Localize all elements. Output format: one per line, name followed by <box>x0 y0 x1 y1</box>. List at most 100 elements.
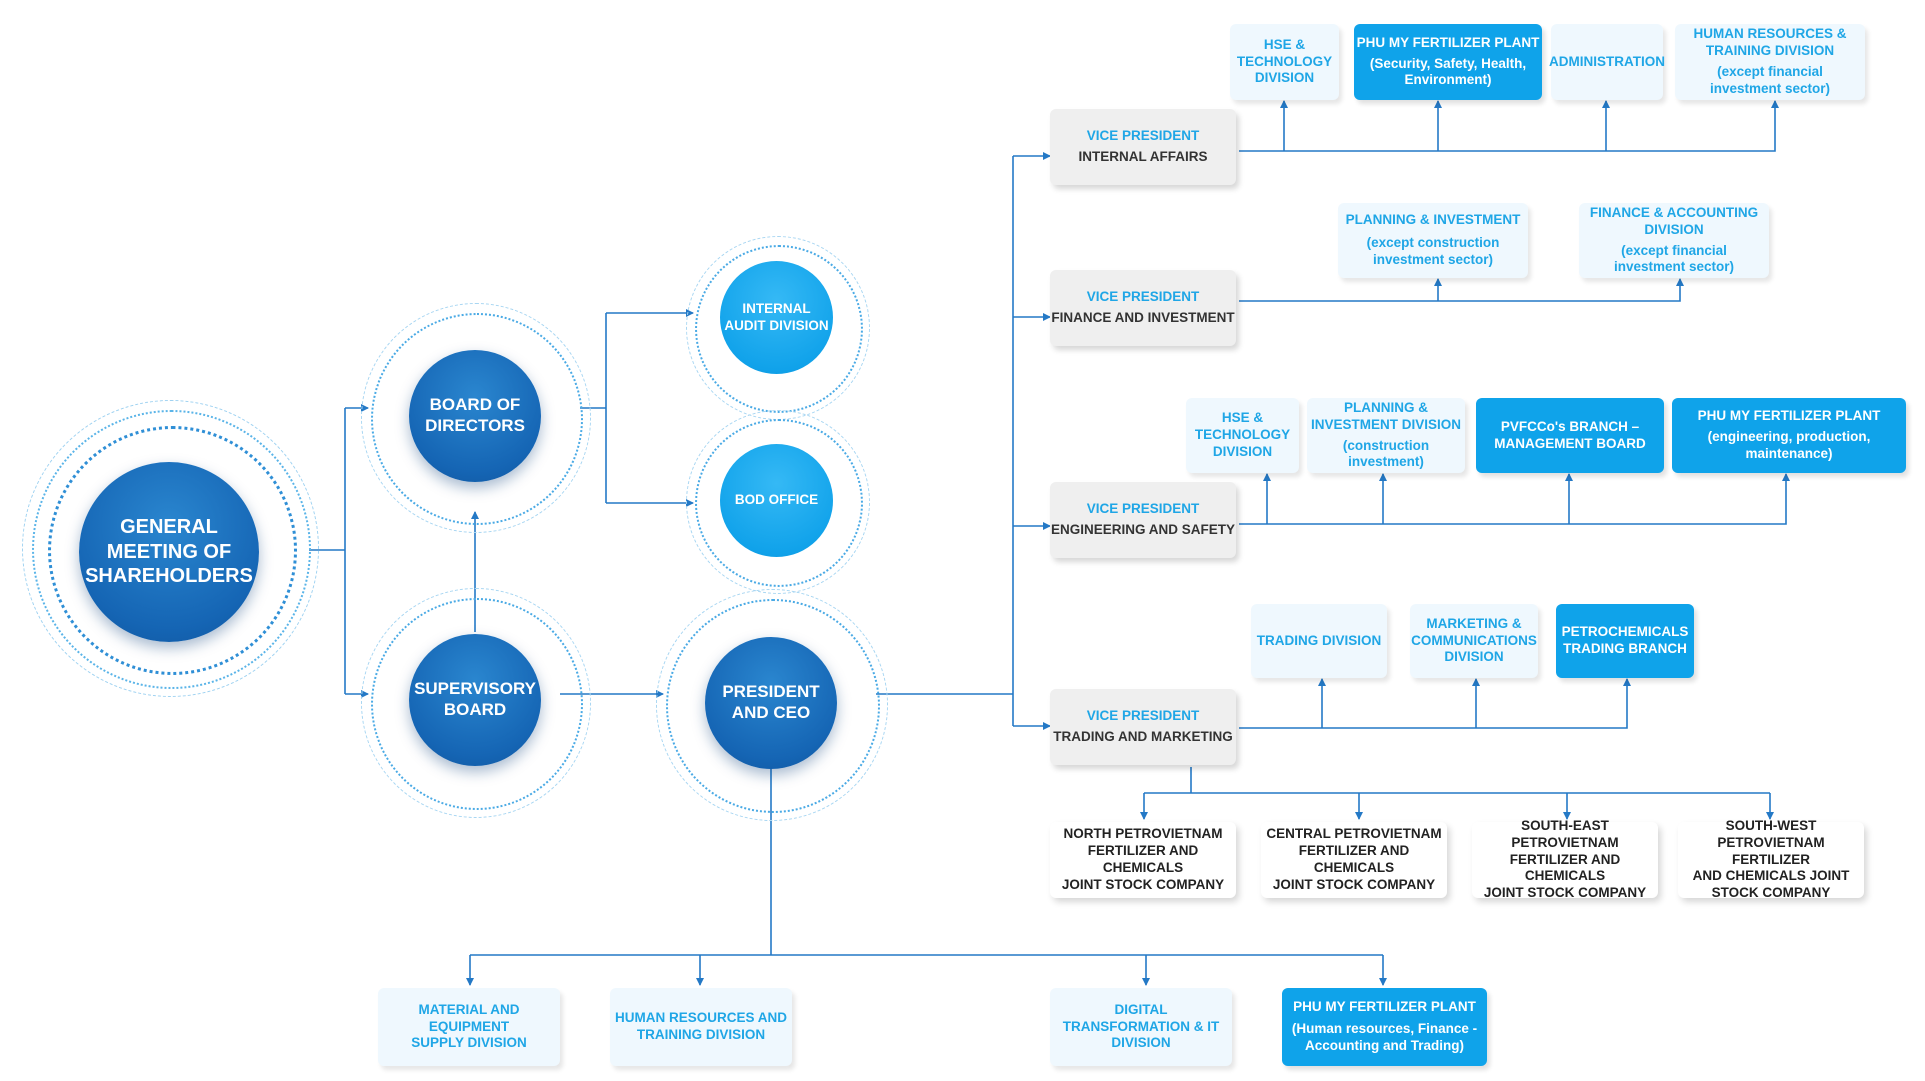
digital-transformation-it-box[interactable]: DIGITAL TRANSFORMATION & IT DIVISION <box>1050 988 1232 1066</box>
box-line: TRAINING DIVISION <box>636 1027 766 1042</box>
box-line: PLANNING & INVESTMENT <box>1345 212 1521 228</box>
box-line: TRAINING DIVISION <box>1705 43 1835 59</box>
human-resources-training-division-box[interactable]: HUMAN RESOURCES AND TRAINING DIVISION <box>610 988 792 1066</box>
box-line: PETROVIETNAM FERTILIZER <box>1717 834 1825 867</box>
phu-my-plant-hr-finance-box[interactable]: PHU MY FERTILIZER PLANT (Human resources… <box>1282 988 1487 1066</box>
circle-line: SHAREHOLDERS <box>85 565 253 588</box>
box-line: DIVISION <box>1212 443 1273 459</box>
box-line: (except construction <box>1366 235 1500 251</box>
vp-internal-affairs[interactable]: VICE PRESIDENT INTERNAL AFFAIRS <box>1050 109 1236 185</box>
south-west-subsidiary-box[interactable]: SOUTH-WEST PETROVIETNAM FERTILIZER AND C… <box>1678 818 1864 900</box>
circle-line: BOARD <box>443 700 507 719</box>
box-line: HSE & <box>1221 410 1264 426</box>
vp-title: VICE PRESIDENT <box>1086 128 1200 144</box>
petrochemicals-trading-branch-box[interactable]: PETROCHEMICALS TRADING BRANCH <box>1556 604 1694 678</box>
box-line: PHU MY FERTILIZER PLANT <box>1356 34 1540 50</box>
marketing-communications-box[interactable]: MARKETING & COMMUNICATIONS DIVISION <box>1410 604 1538 678</box>
box-line: PHU MY FERTILIZER PLANT <box>1293 999 1476 1015</box>
vp-engineering-safety[interactable]: VICE PRESIDENT ENGINEERING AND SAFETY <box>1050 482 1236 558</box>
box-line: PLANNING & <box>1344 399 1428 415</box>
vp-title: VICE PRESIDENT <box>1086 289 1200 305</box>
box-line: SOUTH-EAST PETROVIETNAM <box>1511 817 1619 850</box>
box-line: FERTILIZER AND CHEMICALS <box>1087 843 1199 875</box>
box-line: (construction investment) <box>1342 437 1430 470</box>
box-line: FERTILIZER AND CHEMICALS <box>1298 843 1410 875</box>
human-resources-training-box[interactable]: HUMAN RESOURCES & TRAINING DIVISION (exc… <box>1675 24 1865 100</box>
board-of-directors-circle[interactable]: BOARD OF DIRECTORS <box>409 350 541 482</box>
vp-area: ENGINEERING AND SAFETY <box>1050 522 1236 537</box>
phu-my-plant-engineering-box[interactable]: PHU MY FERTILIZER PLANT (engineering, pr… <box>1672 398 1906 473</box>
finance-accounting-box[interactable]: FINANCE & ACCOUNTING DIVISION (except fi… <box>1579 203 1769 278</box>
box-line: SUPPLY DIVISION <box>411 1035 527 1051</box>
planning-investment-division-box[interactable]: PLANNING & INVESTMENT DIVISION (construc… <box>1307 398 1465 473</box>
vp-area: FINANCE AND INVESTMENT <box>1051 310 1235 325</box>
box-line: (engineering, production, <box>1707 429 1871 445</box>
vp-title: VICE PRESIDENT <box>1086 708 1200 724</box>
circle-line: MEETING OF <box>106 540 232 563</box>
box-line: investment sector) <box>1613 259 1735 275</box>
pvfcco-branch-management-board-box[interactable]: PVFCCo's BRANCH – MANAGEMENT BOARD <box>1476 398 1664 473</box>
box-line: HUMAN RESOURCES AND <box>614 1010 787 1026</box>
box-line: HUMAN RESOURCES & <box>1693 26 1847 42</box>
circle-line: AUDIT DIVISION <box>724 317 829 333</box>
circle-line: PRESIDENT <box>722 682 820 702</box>
circle-line: INTERNAL <box>742 301 811 317</box>
circle-line: GENERAL <box>120 516 218 539</box>
box-line: MARKETING & <box>1426 615 1522 631</box>
circle-line: AND CEO <box>731 703 811 722</box>
vp-title: VICE PRESIDENT <box>1086 501 1200 517</box>
box-line: MATERIAL AND EQUIPMENT <box>418 1001 520 1034</box>
hse-technology-division-box-2[interactable]: HSE & TECHNOLOGY DIVISION <box>1186 398 1299 473</box>
box-line: MANAGEMENT BOARD <box>1494 435 1646 451</box>
box-line: DIVISION <box>1444 649 1504 665</box>
material-equipment-supply-box[interactable]: MATERIAL AND EQUIPMENT SUPPLY DIVISION <box>378 988 560 1066</box>
vp-trading-marketing[interactable]: VICE PRESIDENT TRADING AND MARKETING <box>1050 689 1236 765</box>
box-line: STOCK COMPANY <box>1711 885 1831 901</box>
bod-office-circle[interactable]: BOD OFFICE <box>720 444 833 557</box>
general-meeting-circle[interactable]: GENERAL MEETING OF SHAREHOLDERS <box>79 462 259 642</box>
planning-investment-box[interactable]: PLANNING & INVESTMENT (except constructi… <box>1338 203 1528 278</box>
box-line: INVESTMENT DIVISION <box>1310 416 1462 432</box>
circle-line: DIRECTORS <box>425 416 525 435</box>
box-line: (except financial <box>1717 64 1823 79</box>
trading-division-box[interactable]: TRADING DIVISION <box>1251 604 1387 678</box>
box-line: DIVISION <box>1111 1035 1171 1051</box>
administration-box[interactable]: ADMINISTRATION <box>1549 24 1665 100</box>
box-line: Environment) <box>1404 72 1492 88</box>
north-subsidiary-box[interactable]: NORTH PETROVIETNAM FERTILIZER AND CHEMIC… <box>1050 822 1236 898</box>
box-line: TRANSFORMATION & IT <box>1062 1018 1220 1034</box>
box-line: (except financial <box>1621 242 1727 258</box>
box-line: (Security, Safety, Health, <box>1369 55 1527 71</box>
south-east-subsidiary-box[interactable]: SOUTH-EAST PETROVIETNAM FERTILIZER AND C… <box>1472 818 1658 900</box>
box-line: maintenance) <box>1745 445 1833 461</box>
circle-line: BOARD OF <box>429 395 521 415</box>
vp-finance-investment[interactable]: VICE PRESIDENT FINANCE AND INVESTMENT <box>1050 270 1236 346</box>
box-line: FINANCE & ACCOUNTING <box>1589 204 1759 220</box>
vp-area: TRADING AND MARKETING <box>1053 729 1233 744</box>
box-line: TECHNOLOGY <box>1236 53 1333 69</box>
box-line: COMMUNICATIONS <box>1411 632 1537 648</box>
supervisory-board-circle[interactable]: SUPERVISORY BOARD <box>409 634 541 766</box>
box-line: DIGITAL <box>1114 1001 1168 1017</box>
president-ceo-circle[interactable]: PRESIDENT AND CEO <box>705 637 837 769</box>
box-line: NORTH PETROVIETNAM <box>1063 826 1223 842</box>
box-line: TECHNOLOGY <box>1194 427 1291 443</box>
box-line: DIVISION <box>1254 70 1315 86</box>
box-line: AND CHEMICALS JOINT <box>1692 868 1850 884</box>
box-line: JOINT STOCK COMPANY <box>1483 885 1647 901</box>
central-subsidiary-box[interactable]: CENTRAL PETROVIETNAM FERTILIZER AND CHEM… <box>1261 822 1447 898</box>
box-line: Accounting and Trading) <box>1305 1037 1464 1053</box>
box-line: ADMINISTRATION <box>1549 53 1665 69</box>
box-line: FERTILIZER AND CHEMICALS <box>1509 851 1621 884</box>
circle-line: SUPERVISORY <box>414 679 536 699</box>
box-line: PHU MY FERTILIZER PLANT <box>1697 408 1881 424</box>
box-line: HSE & <box>1263 36 1306 52</box>
box-line: investment sector) <box>1709 80 1831 96</box>
hse-technology-division-box[interactable]: HSE & TECHNOLOGY DIVISION <box>1230 24 1339 100</box>
phu-my-plant-security-box[interactable]: PHU MY FERTILIZER PLANT (Security, Safet… <box>1354 24 1542 100</box>
box-line: investment sector) <box>1372 251 1494 267</box>
internal-audit-circle[interactable]: INTERNAL AUDIT DIVISION <box>720 261 833 374</box>
box-line: PETROCHEMICALS <box>1561 624 1689 640</box>
